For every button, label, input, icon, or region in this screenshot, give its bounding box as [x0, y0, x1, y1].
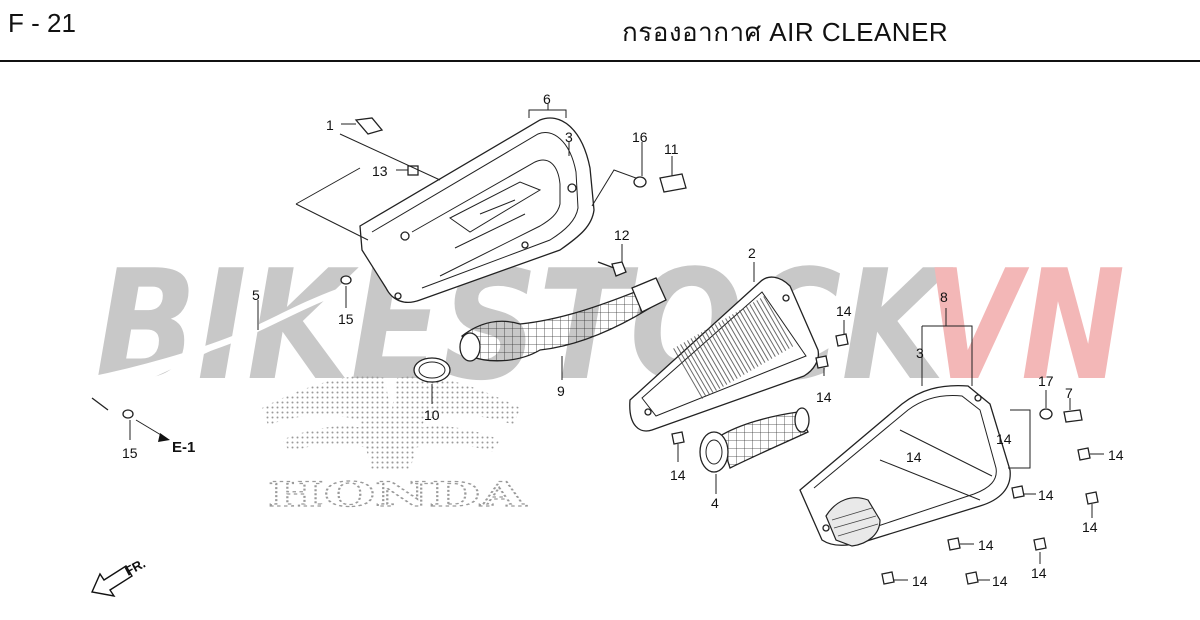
- callout-14-e: 14: [1038, 487, 1054, 503]
- callout-14-f: 14: [1082, 519, 1098, 535]
- page-id: F - 21: [8, 8, 76, 38]
- callout-1: 1: [326, 117, 334, 133]
- callout-4: 4: [711, 495, 719, 511]
- callout-5: 5: [252, 287, 260, 303]
- connecting-tube: [459, 277, 667, 362]
- callout-16: 16: [632, 129, 648, 145]
- callout-9: 9: [557, 383, 565, 399]
- callout-14-j: 14: [992, 573, 1008, 589]
- callout-15-a: 15: [338, 311, 354, 327]
- title-divider: [0, 60, 1200, 62]
- leader-lines: [129, 104, 1104, 581]
- callout-3-upper: 3: [565, 129, 573, 145]
- callout-6: 6: [543, 91, 551, 107]
- callout-14-c: 14: [670, 467, 686, 483]
- callout-12: 12: [614, 227, 630, 243]
- page-title: กรองอากาศ AIR CLEANER: [622, 17, 949, 47]
- front-direction-arrow: FR.: [90, 556, 148, 597]
- callout-14-k: 14: [996, 431, 1012, 447]
- element-frame: [629, 276, 820, 432]
- callout-14-h: 14: [1031, 565, 1047, 581]
- callout-3-lower: 3: [916, 345, 924, 361]
- callout-8: 8: [940, 289, 948, 305]
- honda-wing-logo: HONDA: [262, 375, 528, 516]
- callout-14-g: 14: [978, 537, 994, 553]
- callout-15-b: 15: [122, 445, 138, 461]
- callout-14-l: 14: [906, 449, 922, 465]
- drain-tube: [80, 288, 342, 411]
- intake-duct: [699, 407, 810, 473]
- callout-14-b: 14: [816, 389, 832, 405]
- air-cleaner-case-cover: [359, 117, 595, 303]
- callout-14-d: 14: [1108, 447, 1124, 463]
- callout-7: 7: [1065, 385, 1073, 401]
- hose-clamp: [413, 357, 451, 383]
- callout-10: 10: [424, 407, 440, 423]
- callout-13: 13: [372, 163, 388, 179]
- callout-2: 2: [748, 245, 756, 261]
- callout-11: 11: [664, 141, 679, 157]
- callout-14-a: 14: [836, 303, 852, 319]
- small-fasteners: [122, 117, 1099, 585]
- reference-e1: E-1: [172, 439, 195, 456]
- callout-labels: 1 2 3 3 4 5 6 7 8 9 10 11 12 13 14 14 14…: [122, 91, 1124, 589]
- callout-14-i: 14: [912, 573, 928, 589]
- air-cleaner-case: [799, 384, 1011, 547]
- callout-17: 17: [1038, 373, 1054, 389]
- honda-logo-text: HONDA: [268, 475, 527, 515]
